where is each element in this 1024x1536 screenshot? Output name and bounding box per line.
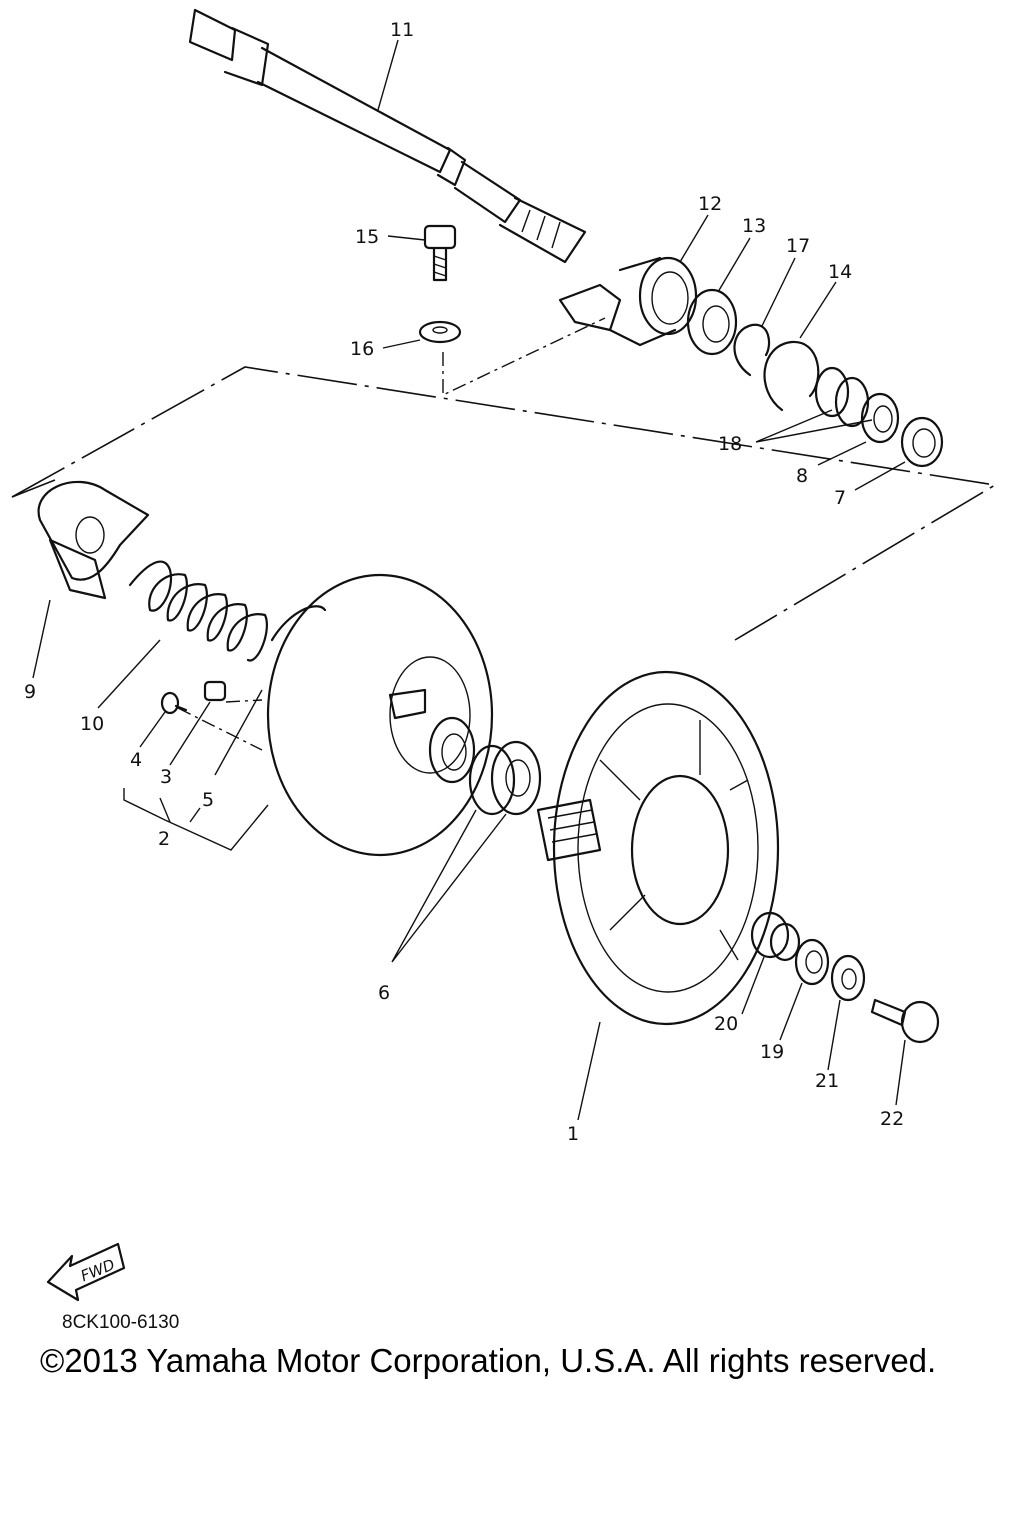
- part-11-shaft: [188, 8, 587, 264]
- callout-16: 16: [350, 338, 374, 360]
- part-6-seals: [468, 740, 542, 816]
- part-13-bearing: [686, 288, 738, 356]
- exploded-frame: [11, 366, 998, 641]
- part-22-bolt: [870, 998, 940, 1044]
- part-9-spring-seat: [37, 480, 150, 600]
- part-20-spacer: [750, 911, 801, 962]
- callout-21: 21: [815, 1070, 839, 1092]
- callout-9: 9: [24, 681, 36, 703]
- callout-labels: 11 12 13 17 14 15 16 18 8 7 9 10 4 3 5 2…: [24, 19, 904, 1145]
- callout-4: 4: [130, 749, 142, 771]
- callout-1: 1: [567, 1123, 579, 1145]
- part-19-washer: [794, 938, 830, 986]
- callout-2: 2: [158, 828, 170, 850]
- part-4-screw: [160, 691, 188, 715]
- callout-15: 15: [355, 226, 379, 248]
- callout-5: 5: [202, 789, 214, 811]
- callout-22: 22: [880, 1108, 904, 1130]
- part-8-collar: [860, 392, 900, 444]
- callout-7: 7: [834, 487, 846, 509]
- callout-12: 12: [698, 193, 722, 215]
- leader-lines: [32, 39, 906, 1121]
- part-17-circlip: [733, 323, 771, 377]
- callout-8: 8: [796, 465, 808, 487]
- part-16-washer: [418, 320, 462, 344]
- drawing-code: 8CK100-6130: [62, 1312, 180, 1333]
- part-14-snap-ring: [763, 340, 820, 412]
- part-15-bolt: [423, 224, 457, 282]
- callout-18: 18: [718, 433, 742, 455]
- callout-3: 3: [160, 766, 172, 788]
- part-3-slider: [203, 680, 227, 702]
- callout-13: 13: [742, 215, 766, 237]
- callout-17: 17: [786, 235, 810, 257]
- part-5-movable-sheave: [266, 573, 494, 857]
- part-12-bearing-housing: [558, 256, 698, 347]
- part-1-fixed-sheave: [536, 670, 780, 1026]
- callout-20: 20: [714, 1013, 738, 1035]
- callout-11: 11: [390, 19, 414, 41]
- callout-6: 6: [378, 982, 390, 1004]
- fwd-arrow-icon: FWD: [46, 1242, 126, 1302]
- callout-14: 14: [828, 261, 852, 283]
- callout-19: 19: [760, 1041, 784, 1063]
- part-21-lock-washer: [830, 954, 866, 1002]
- part-18-shims: [814, 366, 870, 428]
- callout-10: 10: [80, 713, 104, 735]
- part-10-spring: [128, 560, 268, 662]
- part-7-washer: [900, 416, 944, 468]
- copyright-notice: ©2013 Yamaha Motor Corporation, U.S.A. A…: [40, 1342, 937, 1379]
